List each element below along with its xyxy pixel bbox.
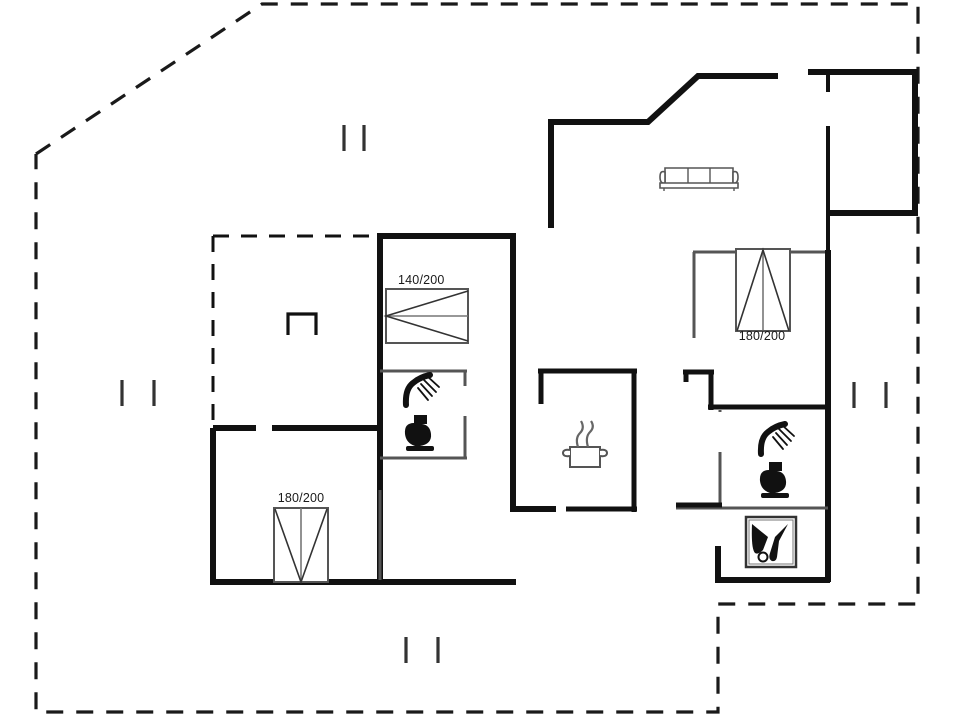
wall-right-bottom — [715, 546, 830, 583]
cleaning-closet-icon — [744, 515, 798, 569]
living-room-walls — [548, 69, 918, 252]
wall-lower-left-outer — [210, 428, 516, 585]
right-block-walls — [676, 250, 831, 583]
bed-180-200-left — [273, 507, 329, 585]
wall-niche — [286, 312, 318, 335]
sofa-icon — [659, 167, 739, 191]
cooking-pot-icon — [561, 420, 609, 468]
interior-walls-left-block — [210, 233, 556, 585]
toilet-icon-right — [759, 462, 789, 498]
bed-size-label-180-200-right: 180/200 — [739, 329, 786, 343]
outer-boundary-dashed — [34, 2, 920, 714]
shower-head-icon-left — [402, 372, 440, 408]
bed-180-200-right — [735, 247, 791, 332]
bed-140-200 — [383, 288, 469, 344]
shower-head-icon-right — [757, 421, 795, 457]
bed-size-label-180-200-left: 180/200 — [278, 491, 325, 505]
bed-size-label-140-200: 140/200 — [398, 273, 445, 287]
toilet-icon-left — [404, 415, 434, 451]
kitchen-walls — [538, 368, 637, 512]
window-marks — [120, 125, 888, 663]
wall-living-angled — [548, 73, 778, 228]
